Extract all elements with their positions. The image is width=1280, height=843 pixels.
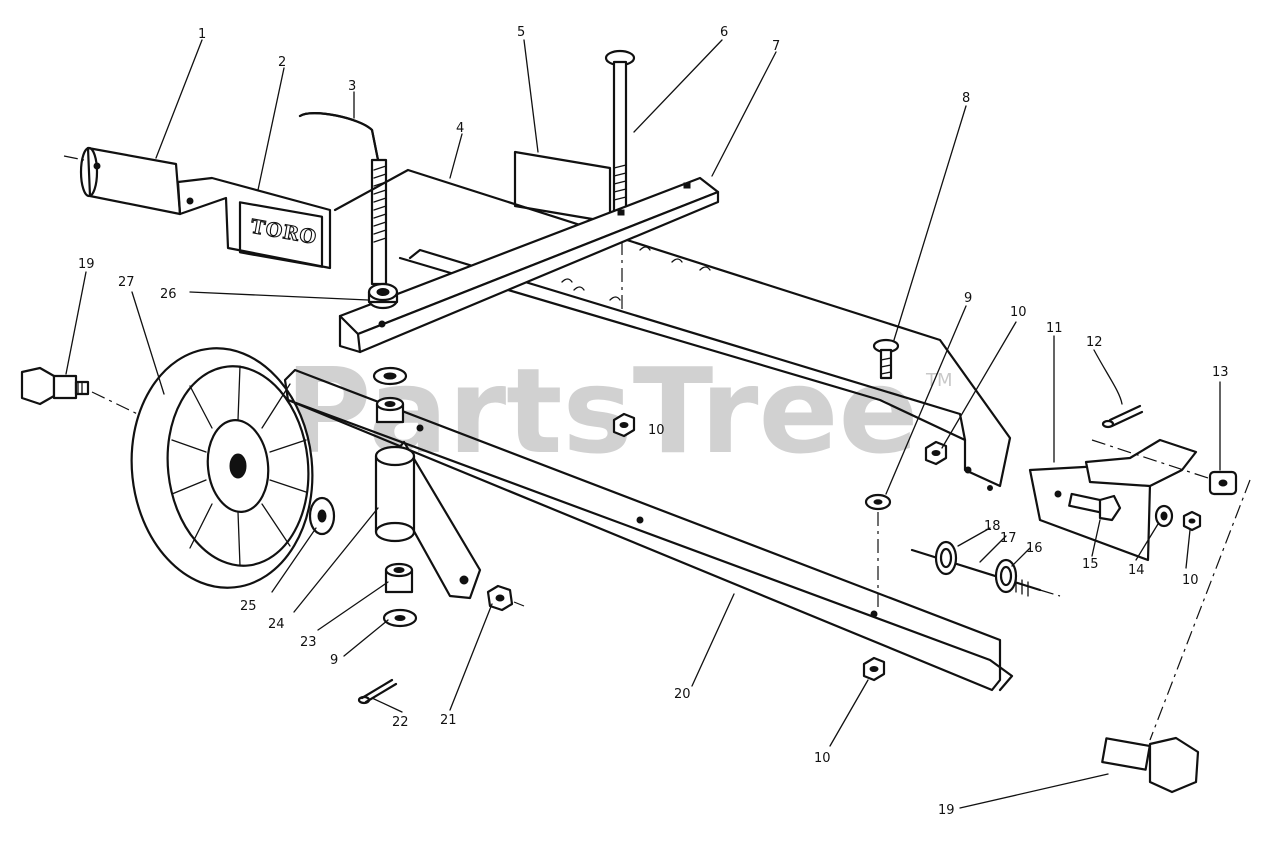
- part-nut-10-center: [612, 412, 636, 438]
- callout-20: 20: [674, 687, 691, 702]
- callout-10-center: 10: [648, 423, 665, 438]
- part-nut-10-right: [924, 440, 948, 466]
- callout-9-lower: 9: [330, 653, 338, 668]
- callout-26: 26: [160, 287, 177, 302]
- part-nut-10-far-right: [1182, 510, 1202, 532]
- callout-21: 21: [440, 713, 457, 728]
- callout-10-far-right: 10: [1182, 573, 1199, 588]
- callout-16: 16: [1026, 541, 1043, 556]
- part-wheel: [130, 347, 314, 589]
- part-cap-nut-13: [1208, 470, 1238, 496]
- part-cotter-pin-12: [1101, 404, 1144, 429]
- callout-14: 14: [1128, 563, 1145, 578]
- part-washer-9-lower: [382, 608, 418, 628]
- callout-22: 22: [392, 715, 409, 730]
- part-j-bolt: [298, 112, 388, 286]
- callout-1: 1: [198, 27, 206, 42]
- callout-19-right: 19: [938, 803, 955, 818]
- callout-12: 12: [1086, 335, 1103, 350]
- callout-18: 18: [984, 519, 1001, 534]
- part-nameplate-bracket: TORO: [176, 176, 332, 270]
- part-nut-21: [486, 584, 525, 612]
- callout-15: 15: [1082, 557, 1099, 572]
- part-lower-channel: [283, 368, 1014, 692]
- watermark-trademark: TM: [925, 370, 953, 391]
- callout-leaders: [65, 39, 1221, 809]
- callout-4: 4: [456, 121, 464, 136]
- callout-13: 13: [1212, 365, 1229, 380]
- part-shoulder-bolt-right: [1101, 479, 1251, 794]
- part-washer-14: [1154, 504, 1174, 528]
- callout-11: 11: [1046, 321, 1063, 336]
- callout-8: 8: [962, 91, 970, 106]
- callout-6: 6: [720, 25, 728, 40]
- part-spacer-upper: [372, 366, 408, 424]
- part-lever-bracket: [1084, 438, 1209, 488]
- callout-27: 27: [118, 275, 135, 290]
- part-small-carriage-bolt: [872, 338, 900, 380]
- callout-3: 3: [348, 79, 356, 94]
- part-bolt-15: [1068, 492, 1122, 522]
- callout-10-upper-right: 10: [1010, 305, 1027, 320]
- callout-24: 24: [268, 617, 285, 632]
- part-handle-tube: [63, 146, 194, 216]
- part-washer-25: [308, 496, 336, 536]
- callout-5: 5: [517, 25, 525, 40]
- part-side-plate: [513, 150, 612, 224]
- part-bushing-23: [384, 562, 414, 594]
- callout-17: 17: [1000, 531, 1017, 546]
- callout-labels: 1 2 3 4 5 6 7 8 9 10 11 12 13 19 27 26 1…: [78, 25, 1229, 818]
- part-cross-bar: [338, 176, 720, 354]
- part-nut-10-lower: [862, 656, 886, 682]
- callout-7: 7: [772, 39, 780, 54]
- callout-23: 23: [300, 635, 317, 650]
- part-washer-9-upper: [864, 493, 892, 612]
- callout-9-upper: 9: [964, 291, 972, 306]
- toro-logo: TORO: [249, 216, 319, 249]
- callout-10-lower: 10: [814, 751, 831, 766]
- part-cotter-pin-22: [357, 678, 398, 705]
- part-spring-18: [934, 540, 958, 576]
- callout-2: 2: [278, 55, 286, 70]
- part-shoulder-bolt-left: [20, 366, 151, 421]
- part-pivot-arm: [374, 440, 482, 600]
- callout-25: 25: [240, 599, 257, 614]
- part-spring-16: [994, 558, 1018, 594]
- part-nut-26: [367, 282, 399, 310]
- callout-19-left: 19: [78, 257, 95, 272]
